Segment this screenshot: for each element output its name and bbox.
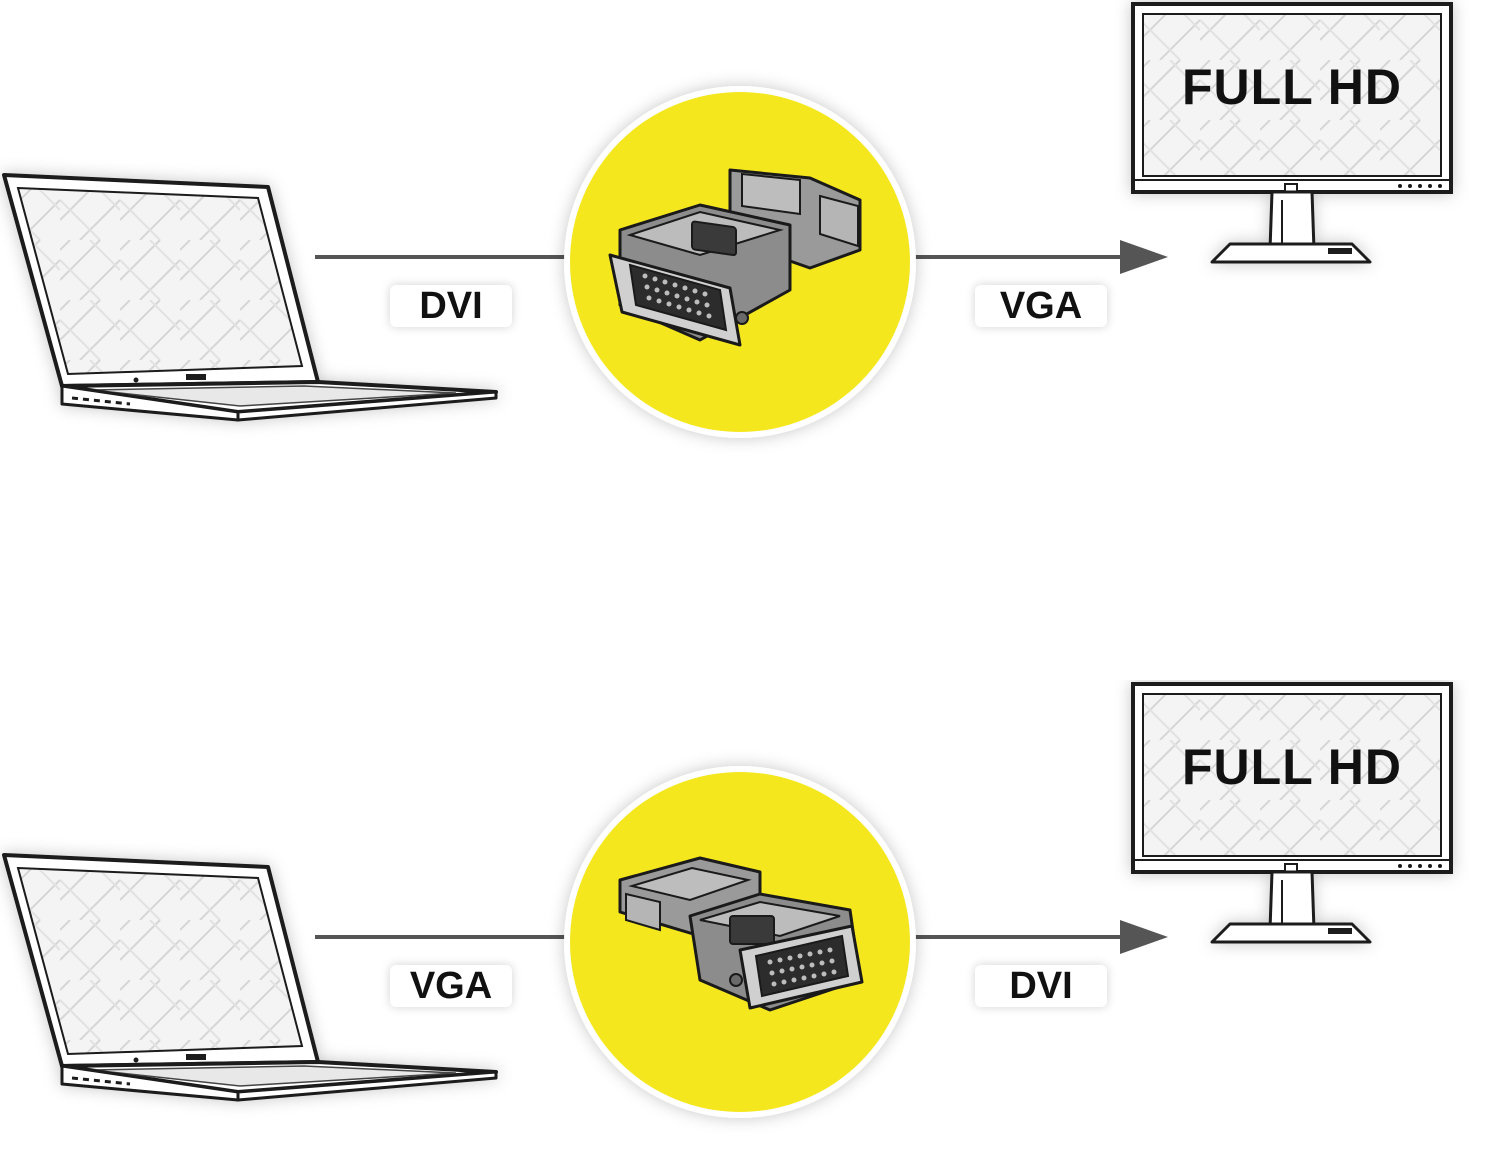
- connection-diagram-1: [2, 2, 1453, 438]
- monitor-screen-text: FULL HD: [1182, 739, 1402, 795]
- connection-row-2: VGA DVI FULL HD: [0, 680, 1500, 1140]
- arrow-right-icon: [1120, 920, 1168, 954]
- dvi-vga-adapter-icon: [564, 86, 916, 438]
- connection-row-1: DVI VGA FULL HD: [0, 0, 1500, 460]
- arrow-right-icon: [1120, 240, 1168, 274]
- monitor-screen-text: FULL HD: [1182, 59, 1402, 115]
- connection-diagram-2: [2, 682, 1453, 1118]
- dvi-vga-adapter-icon: [564, 766, 916, 1118]
- cable-label-left: VGA: [390, 965, 512, 1007]
- laptop-icon: [2, 853, 498, 1102]
- cable-label-right: VGA: [975, 285, 1107, 327]
- cable-label-left: DVI: [390, 285, 512, 327]
- cable-label-right: DVI: [975, 965, 1107, 1007]
- monitor-icon: [1131, 2, 1453, 264]
- monitor-icon: [1131, 682, 1453, 944]
- laptop-icon: [2, 173, 498, 422]
